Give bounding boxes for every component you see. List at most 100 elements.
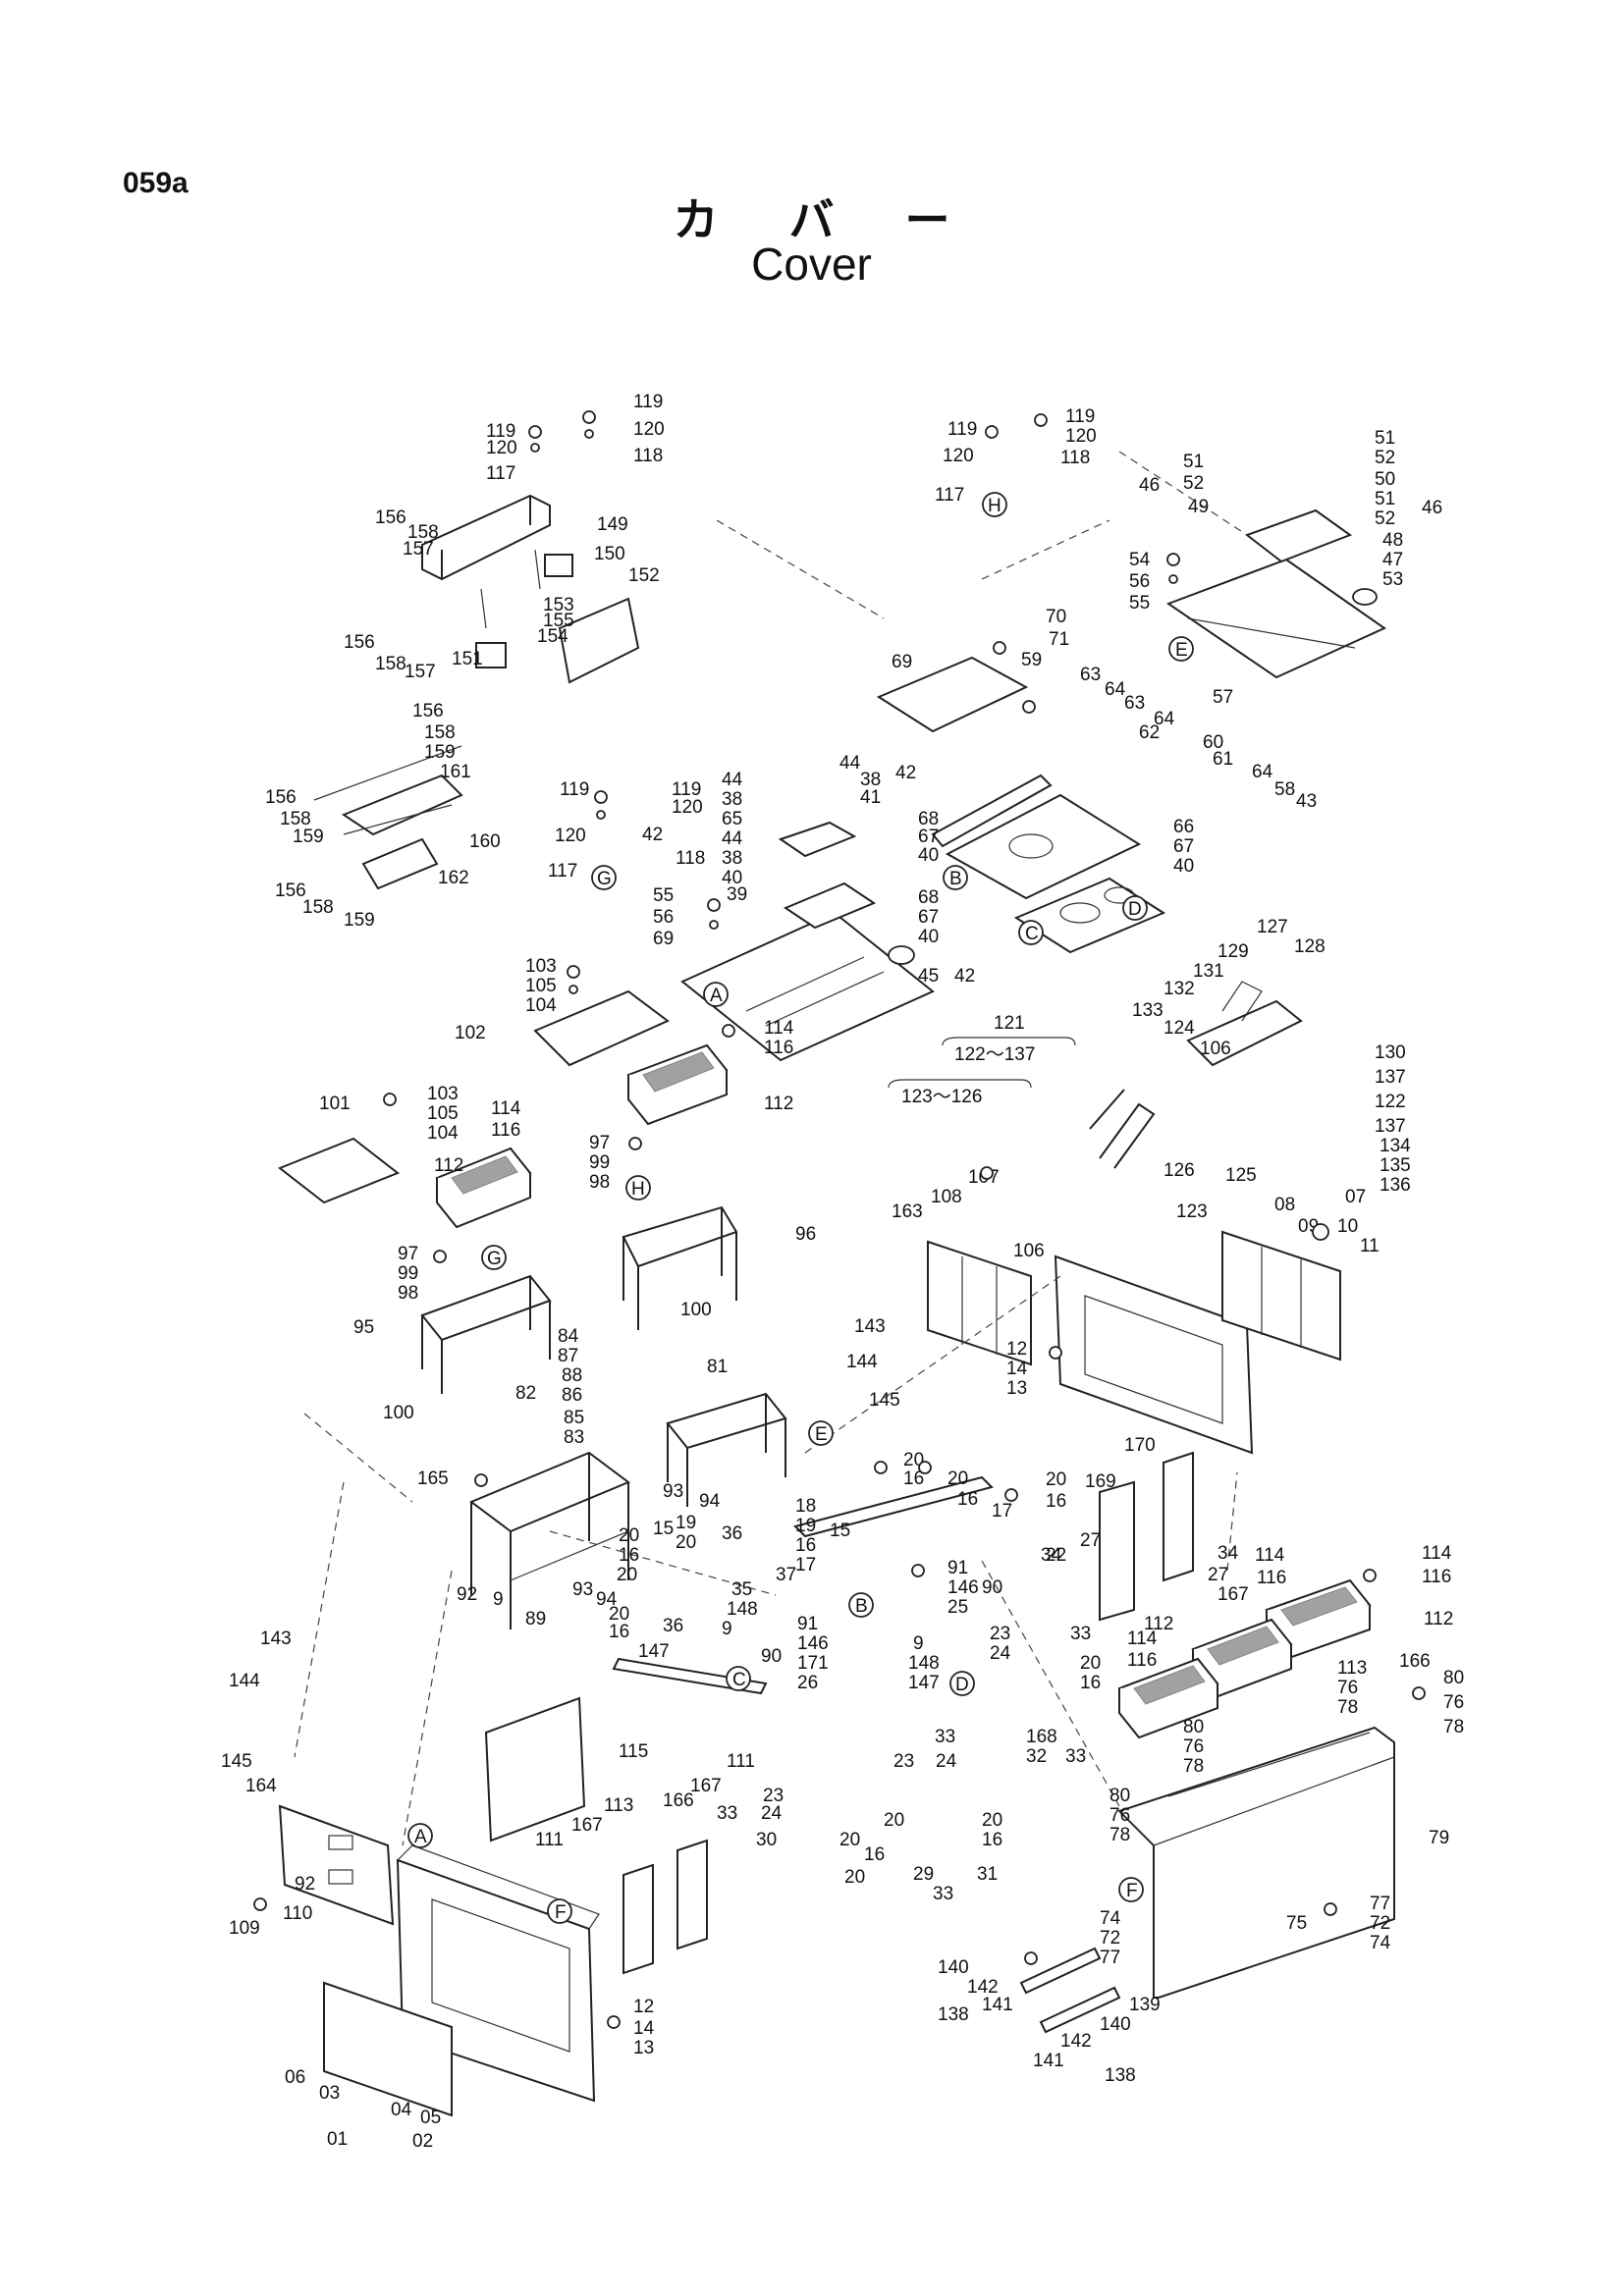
svg-text:A: A bbox=[710, 986, 723, 1006]
callout: 144 bbox=[846, 1352, 878, 1372]
callout: 76 bbox=[1337, 1678, 1358, 1698]
callout: 63 bbox=[1124, 693, 1145, 714]
callout: 98 bbox=[398, 1283, 418, 1304]
cover-E bbox=[1165, 558, 1387, 679]
callout: 52 bbox=[1183, 473, 1204, 494]
callout: 53 bbox=[1382, 569, 1403, 590]
callout: 116 bbox=[764, 1038, 793, 1058]
callout: 16 bbox=[609, 1622, 629, 1642]
callout: 140 bbox=[938, 1957, 969, 1978]
callout: 94 bbox=[699, 1491, 721, 1512]
svg-text:C: C bbox=[1025, 924, 1039, 944]
callout: 58 bbox=[1274, 779, 1295, 800]
callout: 9 bbox=[913, 1633, 924, 1654]
callout: 45 bbox=[918, 966, 939, 987]
handle-133 bbox=[1089, 1089, 1156, 1169]
callout: 78 bbox=[1183, 1756, 1204, 1777]
callout: 64 bbox=[1154, 709, 1175, 729]
callout: 114 bbox=[491, 1098, 521, 1119]
callout: 120 bbox=[672, 797, 703, 818]
callout: 90 bbox=[761, 1646, 782, 1667]
cap-53 bbox=[1352, 588, 1378, 606]
callout: 78 bbox=[1443, 1717, 1464, 1737]
callout: 78 bbox=[1337, 1697, 1358, 1718]
reference-letters: H E G B C D A H G E B C D A F F bbox=[407, 492, 1194, 1924]
callout: 24 bbox=[936, 1751, 957, 1772]
callout: 149 bbox=[597, 514, 628, 535]
callout: 17 bbox=[992, 1501, 1012, 1522]
ref-letter-C-top: C bbox=[1018, 920, 1044, 945]
callout: 52 bbox=[1375, 508, 1395, 529]
callout: 72 bbox=[1370, 1913, 1390, 1934]
callout: 16 bbox=[795, 1535, 816, 1556]
callout: 44 bbox=[839, 753, 861, 774]
callout: 59 bbox=[1021, 650, 1042, 670]
callout: 64 bbox=[1105, 679, 1126, 700]
ref-letter-D-top: D bbox=[1122, 895, 1148, 921]
callout: 86 bbox=[562, 1385, 582, 1406]
callout: 114 bbox=[1255, 1545, 1285, 1566]
callout: 121 bbox=[994, 1013, 1025, 1034]
cap-45 bbox=[888, 945, 915, 965]
panel-106 bbox=[927, 1240, 1032, 1366]
cover-B bbox=[945, 793, 1142, 900]
ref-letter-E-mid: E bbox=[808, 1420, 834, 1446]
callout: 106 bbox=[1013, 1241, 1045, 1261]
callout: 27 bbox=[1208, 1565, 1228, 1585]
callout: 139 bbox=[1129, 1995, 1161, 2015]
callout: 133 bbox=[1132, 1000, 1163, 1021]
callout: 142 bbox=[967, 1977, 999, 1998]
callout: 119 bbox=[1065, 406, 1095, 427]
callout: 157 bbox=[405, 662, 436, 682]
callout: 16 bbox=[619, 1545, 639, 1566]
callout: 68 bbox=[918, 809, 939, 829]
svg-text:H: H bbox=[988, 496, 1001, 516]
title-english: Cover bbox=[751, 239, 872, 290]
callout: 30 bbox=[756, 1830, 777, 1850]
callout: 137 bbox=[1375, 1116, 1406, 1137]
callout: 98 bbox=[589, 1172, 610, 1193]
callout: 129 bbox=[1217, 941, 1249, 962]
callout: 92 bbox=[295, 1874, 315, 1895]
callout: 91 bbox=[797, 1614, 818, 1634]
ref-letter-F-right: F bbox=[1118, 1877, 1144, 1902]
ref-letter-C-mid: C bbox=[726, 1666, 751, 1691]
bracket-166-left bbox=[622, 1863, 654, 1975]
callout: 68 bbox=[918, 887, 939, 908]
callout: 9 bbox=[722, 1619, 732, 1639]
callout: 99 bbox=[589, 1152, 610, 1173]
ref-letter-B-mid: B bbox=[848, 1592, 874, 1618]
callout: 167 bbox=[571, 1815, 603, 1836]
rail-59 bbox=[931, 774, 1053, 848]
callout: 112 bbox=[1144, 1614, 1173, 1634]
callout: 90 bbox=[982, 1577, 1002, 1598]
callout: 150 bbox=[594, 544, 625, 564]
callout: 156 bbox=[275, 881, 306, 901]
callout: 114 bbox=[1422, 1543, 1452, 1564]
callout: 12 bbox=[1006, 1339, 1027, 1360]
callout: 49 bbox=[1188, 497, 1209, 517]
stand-95 bbox=[420, 1274, 552, 1394]
callout: 106 bbox=[1200, 1039, 1231, 1059]
callout: 163 bbox=[892, 1201, 923, 1222]
callout: 22 bbox=[1046, 1545, 1066, 1566]
callout: 126 bbox=[1163, 1160, 1195, 1181]
callout: 51 bbox=[1375, 489, 1395, 509]
callout: 06 bbox=[285, 2067, 305, 2088]
callout: 118 bbox=[1060, 448, 1090, 468]
frame-08 bbox=[1054, 1255, 1254, 1455]
callout: 119 bbox=[633, 392, 663, 412]
callout: 71 bbox=[1049, 629, 1069, 650]
frame-81 bbox=[666, 1392, 787, 1507]
callout: 138 bbox=[1105, 2065, 1136, 2086]
svg-text:E: E bbox=[815, 1424, 828, 1445]
svg-text:B: B bbox=[949, 869, 962, 889]
callout: 23 bbox=[893, 1751, 914, 1772]
callout: 116 bbox=[1422, 1567, 1451, 1587]
callout: 105 bbox=[525, 976, 557, 996]
stand-96 bbox=[622, 1205, 738, 1330]
callout: 33 bbox=[1070, 1624, 1091, 1644]
callout: 156 bbox=[412, 701, 444, 721]
callout: 91 bbox=[947, 1558, 968, 1578]
callout: 75 bbox=[1286, 1913, 1307, 1934]
